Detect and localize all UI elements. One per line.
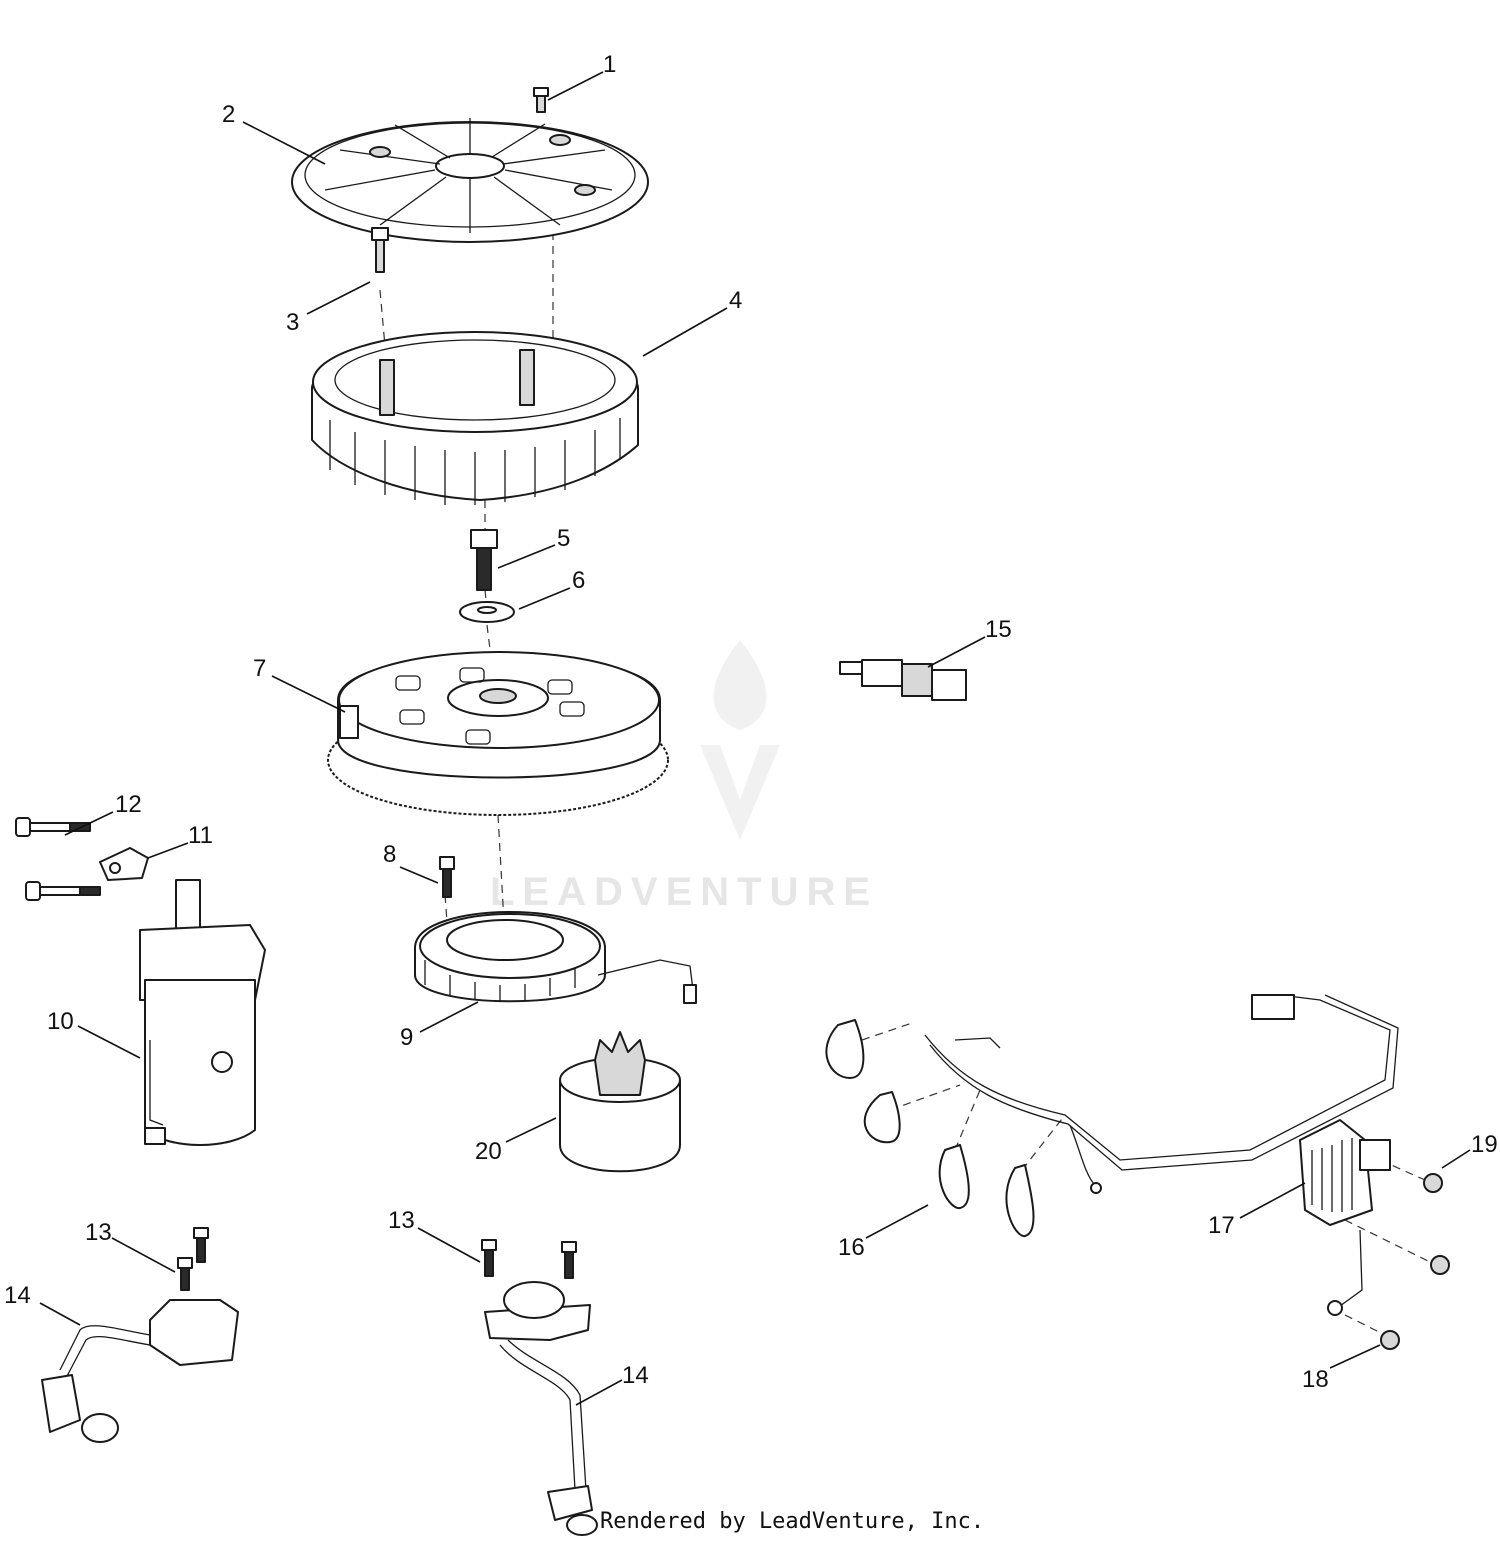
callout-11: 11 xyxy=(188,822,213,849)
part-14-ignition-coil-center xyxy=(484,1281,598,1536)
callout-5: 5 xyxy=(557,525,570,552)
callout-16: 16 xyxy=(838,1234,865,1261)
part-19-bolts xyxy=(1423,1173,1450,1275)
callout-numbers: 1 2 3 4 5 6 7 8 9 10 11 12 13 13 14 14 1… xyxy=(4,51,1498,1393)
callout-10: 10 xyxy=(47,1008,74,1035)
callout-17: 17 xyxy=(1208,1212,1235,1239)
part-13-screws-left xyxy=(177,1227,209,1291)
credit-text: Rendered by LeadVenture, Inc. xyxy=(600,1509,984,1534)
callout-18: 18 xyxy=(1302,1366,1329,1393)
part-1-screw xyxy=(533,87,549,113)
callout-4: 4 xyxy=(729,287,742,314)
callout-3: 3 xyxy=(286,309,299,336)
part-17-voltage-regulator xyxy=(1299,1119,1391,1316)
part-7-flywheel xyxy=(327,651,669,816)
callout-14-center: 14 xyxy=(622,1362,649,1389)
callout-14-left: 14 xyxy=(4,1282,31,1309)
callout-15: 15 xyxy=(985,616,1012,643)
callout-8: 8 xyxy=(383,841,396,868)
callout-13-left: 13 xyxy=(85,1219,112,1246)
part-14-ignition-coil-left xyxy=(41,1299,239,1443)
callout-2: 2 xyxy=(222,101,235,128)
callout-9: 9 xyxy=(400,1024,413,1051)
watermark-text: LEADVENTURE xyxy=(490,870,878,914)
part-9-stator xyxy=(414,911,697,1004)
leader-lines xyxy=(39,71,1471,1406)
part-8-screw xyxy=(439,856,455,898)
callout-1: 1 xyxy=(603,51,616,78)
callout-20: 20 xyxy=(475,1138,502,1165)
part-6-washer xyxy=(459,601,515,623)
leadventure-watermark-logo xyxy=(700,640,780,840)
part-11-bracket xyxy=(99,847,149,881)
callout-7: 7 xyxy=(253,655,266,682)
part-20-drive-gear xyxy=(559,1031,681,1173)
part-4-fan xyxy=(311,331,639,505)
part-18-bolt xyxy=(1380,1330,1400,1350)
callout-12: 12 xyxy=(115,791,142,818)
part-16-wiring-harness xyxy=(825,994,1399,1237)
callout-6: 6 xyxy=(572,567,585,594)
part-10-starter-motor xyxy=(139,879,266,1146)
part-13-screws-center xyxy=(481,1239,577,1279)
part-15-spark-plug xyxy=(839,659,967,701)
callout-13-center: 13 xyxy=(388,1207,415,1234)
callout-19: 19 xyxy=(1471,1131,1498,1158)
part-2-grille-screen xyxy=(291,118,649,243)
part-12-bolts xyxy=(15,817,101,901)
part-3-screw xyxy=(371,227,389,273)
part-5-bolt xyxy=(470,529,498,591)
